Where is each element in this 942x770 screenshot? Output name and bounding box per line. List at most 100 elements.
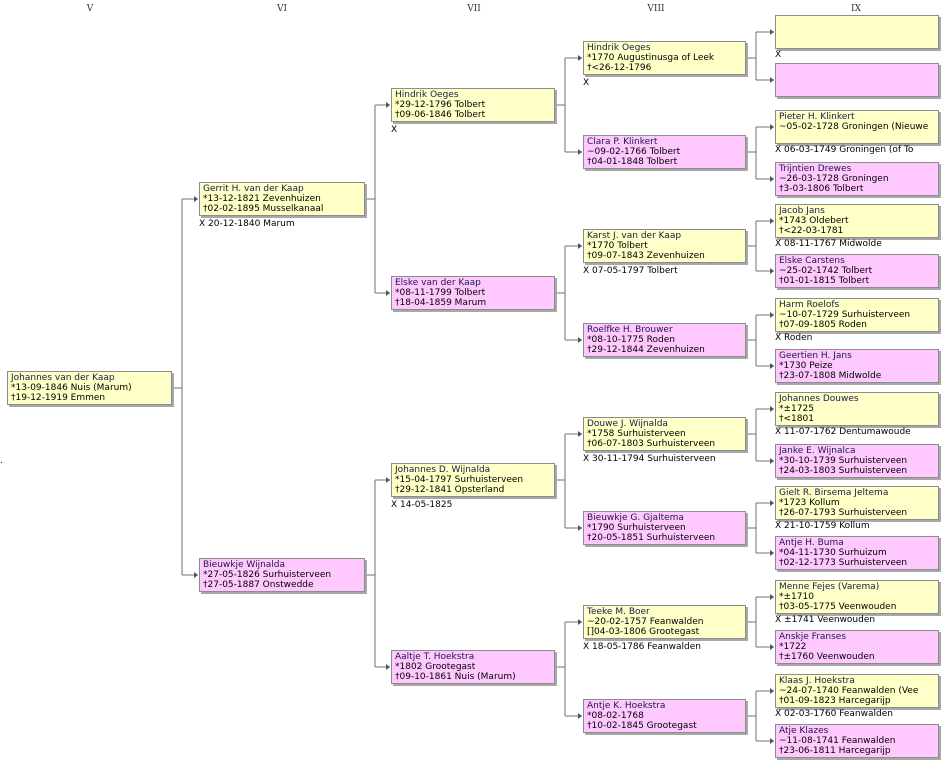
- marriage-label: X 18-05-1786 Feanwalden: [583, 642, 701, 652]
- gg-grandparent-box[interactable]: Menne Fejes (Varema)*±1710†03-05-1775 Ve…: [775, 580, 939, 614]
- gg-grandparent-box[interactable]: Johannes Douwes*±1725†<1801: [775, 392, 939, 426]
- marriage-label: X: [583, 78, 590, 88]
- person-name: Antje H. Buma: [779, 538, 844, 548]
- connector-arrow: [386, 477, 390, 483]
- death-line: []04-03-1806 Grootegast: [587, 627, 700, 637]
- connector-arrow: [770, 218, 774, 224]
- gg-grandparent-box[interactable]: Klaas J. Hoekstra~24-07-1740 Feanwalden …: [775, 674, 939, 708]
- great-grandparent-box[interactable]: Teeke M. Boer~20-02-1757 Feanwalden[]04-…: [583, 605, 746, 639]
- generation-header-VII: VII: [467, 4, 481, 14]
- great-grandparent-box[interactable]: Clara P. Klinkert~09-02-1766 Tolbert†04-…: [583, 135, 746, 169]
- connector-arrow: [770, 176, 774, 182]
- gg-grandparent-box[interactable]: Geertien H. Jans*1730 Peize†23-07-1808 M…: [775, 349, 939, 383]
- person-name: Harm Roelofs: [779, 300, 840, 310]
- birth-line: *1723 Kollum: [779, 498, 840, 508]
- birth-line: *29-12-1796 Tolbert: [395, 100, 486, 110]
- connector-arrow: [578, 243, 582, 249]
- gg-grandparent-box[interactable]: Trijntien Drewes~26-03-1728 Groningen†3-…: [775, 162, 939, 196]
- person-name: Geertien H. Jans: [779, 351, 852, 361]
- death-line: †04-01-1848 Tolbert: [587, 157, 678, 167]
- gg-grandparent-box[interactable]: Gielt R. Birsema Jeltema*1723 Kollum†26-…: [775, 486, 939, 520]
- person-name: Karst J. van der Kaap: [587, 231, 682, 241]
- connector-arrow: [770, 550, 774, 556]
- death-line: †01-01-1815 Tolbert: [779, 276, 870, 286]
- grandparent-box[interactable]: Johannes D. Wijnalda*15-04-1797 Surhuist…: [391, 463, 555, 497]
- generation-header-IX: IX: [851, 4, 861, 14]
- connector-arrow: [578, 619, 582, 625]
- death-line: †27-05-1887 Onstwedde: [203, 580, 314, 590]
- mother-box[interactable]: Bieuwkje Wijnalda*27-05-1826 Surhuisterv…: [199, 558, 365, 592]
- connector-arrow: [770, 644, 774, 650]
- death-line: †20-05-1851 Surhuisterveen: [587, 533, 716, 543]
- death-line: †29-12-1841 Opsterland: [395, 485, 505, 495]
- birth-line: *15-04-1797 Surhuisterveen: [395, 475, 524, 485]
- great-grandparent-box[interactable]: Antje K. Hoekstra*08-02-1768†10-02-1845 …: [583, 699, 746, 733]
- birth-line: *1790 Surhuisterveen: [587, 523, 686, 533]
- person-name: Antje K. Hoekstra: [587, 701, 666, 711]
- person-name: Johannes Douwes: [779, 394, 859, 404]
- father-box[interactable]: Gerrit H. van der Kaap*13-12-1821 Zevenh…: [199, 182, 365, 216]
- connector-arrow: [770, 268, 774, 274]
- connector-arrow: [770, 363, 774, 369]
- death-line: †<1801: [779, 414, 814, 424]
- marriage-label: X: [391, 125, 398, 135]
- death-line: †02-12-1773 Surhuisterveen: [779, 558, 908, 568]
- great-grandparent-box[interactable]: Bieuwkje G. Gjaltema*1790 Surhuisterveen…: [583, 511, 746, 545]
- great-grandparent-box[interactable]: Roelfke H. Brouwer*08-10-1775 Roden†29-1…: [583, 323, 746, 357]
- connector-arrow: [578, 525, 582, 531]
- gg-grandparent-box[interactable]: Jacob Jans*1743 Oldebert†<22-03-1781: [775, 204, 939, 238]
- person-name: Aaltje T. Hoekstra: [395, 652, 475, 662]
- death-line: †23-06-1811 Harcegarijp: [779, 746, 891, 756]
- gg-grandparent-box[interactable]: Pieter H. Klinkert~05-02-1728 Groningen …: [775, 110, 939, 144]
- marriage-label: X ±1741 Veenwouden: [775, 615, 876, 625]
- person-name: Elske van der Kaap: [395, 278, 481, 288]
- death-line: †09-06-1846 Tolbert: [395, 110, 486, 120]
- root-person-box[interactable]: Johannes van der Kaap*13-09-1846 Nuis (M…: [7, 371, 172, 405]
- birth-line: *1802 Grootegast: [395, 662, 476, 672]
- person-name: Bieuwkje G. Gjaltema: [587, 513, 684, 523]
- grandparent-box[interactable]: Hindrik Oeges*29-12-1796 Tolbert†09-06-1…: [391, 88, 555, 122]
- gg-grandparent-box[interactable]: [775, 63, 939, 97]
- connector-arrow: [770, 500, 774, 506]
- death-line: †<22-03-1781: [779, 226, 844, 236]
- birth-line: ~11-08-1741 Feanwalden: [779, 736, 896, 746]
- birth-line: *13-09-1846 Nuis (Marum): [11, 383, 132, 393]
- death-line: †19-12-1919 Emmen: [11, 393, 106, 403]
- gg-grandparent-box[interactable]: [775, 15, 939, 49]
- person-name: Elske Carstens: [779, 256, 845, 266]
- gg-grandparent-box[interactable]: Elske Carstens~25-02-1742 Tolbert†01-01-…: [775, 254, 939, 288]
- gg-grandparent-box[interactable]: Antje H. Buma*04-11-1730 Surhuizum†02-12…: [775, 536, 939, 570]
- birth-line: ~25-02-1742 Tolbert: [779, 266, 873, 276]
- death-line: †±1760 Veenwouden: [779, 652, 875, 662]
- great-grandparent-box[interactable]: Hindrik Oeges*1770 Augustinusga of Leek†…: [583, 41, 746, 75]
- birth-line: *30-10-1739 Surhuisterveen: [779, 456, 908, 466]
- birth-line: *08-11-1799 Tolbert: [395, 288, 486, 298]
- great-grandparent-box[interactable]: Karst J. van der Kaap*1770 Tolbert†09-07…: [583, 229, 746, 263]
- gg-grandparent-box[interactable]: Janke E. Wijnalca*30-10-1739 Surhuisterv…: [775, 444, 939, 478]
- gg-grandparent-box[interactable]: Anskje Franses*1722†±1760 Veenwouden: [775, 630, 939, 664]
- connector-arrow: [770, 77, 774, 83]
- marriage-label: X 07-05-1797 Tolbert: [583, 266, 678, 276]
- connector-arrow: [770, 688, 774, 694]
- connector-arrow: [578, 337, 582, 343]
- death-line: †07-09-1805 Roden: [779, 320, 867, 330]
- connector-arrow: [578, 149, 582, 155]
- grandparent-box[interactable]: Aaltje T. Hoekstra*1802 Grootegast†09-10…: [391, 650, 555, 684]
- birth-line: ~26-03-1728 Groningen: [779, 174, 889, 184]
- death-line: †26-07-1793 Surhuisterveen: [779, 508, 908, 518]
- connector-arrow: [770, 458, 774, 464]
- marriage-label: X 08-11-1767 Midwolde: [775, 239, 882, 249]
- connector-arrow: [386, 290, 390, 296]
- connector-arrow: [578, 431, 582, 437]
- death-line: †<26-12-1796: [587, 63, 652, 73]
- grandparent-box[interactable]: Elske van der Kaap*08-11-1799 Tolbert†18…: [391, 276, 555, 310]
- gg-grandparent-box[interactable]: Atje Klazes~11-08-1741 Feanwalden†23-06-…: [775, 724, 939, 758]
- person-name: Pieter H. Klinkert: [779, 112, 855, 122]
- connector-arrow: [578, 713, 582, 719]
- birth-line: *±1710: [779, 592, 814, 602]
- gg-grandparent-box[interactable]: Harm Roelofs~10-07-1729 Surhuisterveen†0…: [775, 298, 939, 332]
- birth-line: *27-05-1826 Surhuisterveen: [203, 570, 332, 580]
- great-grandparent-box[interactable]: Douwe J. Wijnalda*1758 Surhuisterveen†06…: [583, 417, 746, 451]
- death-line: †03-05-1775 Veenwouden: [779, 602, 897, 612]
- connector-arrow: [770, 124, 774, 130]
